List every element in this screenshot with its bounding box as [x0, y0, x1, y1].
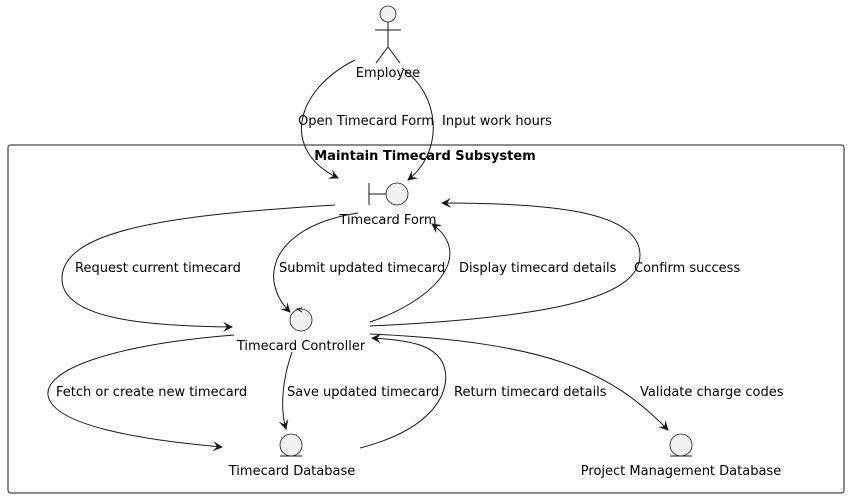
- edge-submit-updated-timecard-label: Submit updated timecard: [279, 261, 445, 276]
- project-management-database-entity-icon: [669, 433, 693, 457]
- subsystem-boundary: [7, 144, 845, 494]
- edge-open-timecard-form-label: Open Timecard Form: [298, 114, 434, 129]
- edge-fetch-or-create-timecard-label: Fetch or create new timecard: [56, 385, 247, 400]
- timecard-form-boundary-icon: [368, 182, 409, 206]
- employee-actor-icon: [375, 5, 401, 64]
- edge-return-timecard-details-label: Return timecard details: [454, 385, 607, 400]
- employee-label: Employee: [356, 66, 420, 81]
- timecard-database-label: Timecard Database: [228, 464, 355, 479]
- edge-confirm-success-label: Confirm success: [634, 261, 740, 276]
- edge-request-current-timecard-label: Request current timecard: [75, 261, 241, 276]
- edge-validate-charge-codes-label: Validate charge codes: [640, 385, 784, 400]
- edge-input-work-hours: [401, 67, 434, 181]
- timecard-controller-label: Timecard Controller: [236, 339, 366, 354]
- edge-validate-charge-codes: [369, 333, 669, 431]
- edge-request-current-timecard: [61, 204, 336, 332]
- subsystem-title: Maintain Timecard Subsystem: [314, 149, 536, 164]
- edge-return-timecard-details: [359, 333, 447, 449]
- timecard-form-label: Timecard Form: [338, 213, 436, 228]
- edge-fetch-or-create-timecard: [47, 334, 235, 452]
- edge-input-work-hours-label: Input work hours: [442, 114, 552, 129]
- edge-save-updated-timecard-label: Save updated timecard: [287, 385, 439, 400]
- project-management-database-label: Project Management Database: [581, 464, 781, 479]
- edge-confirm-success: [369, 198, 641, 327]
- timecard-controller-control-icon: [289, 307, 313, 332]
- timecard-database-entity-icon: [279, 433, 303, 457]
- edge-display-timecard-details: [369, 223, 451, 323]
- edge-submit-updated-timecard: [273, 212, 359, 313]
- edge-save-updated-timecard: [278, 351, 293, 430]
- edge-open-timecard-form: [300, 59, 356, 179]
- edge-display-timecard-details-label: Display timecard details: [459, 261, 617, 276]
